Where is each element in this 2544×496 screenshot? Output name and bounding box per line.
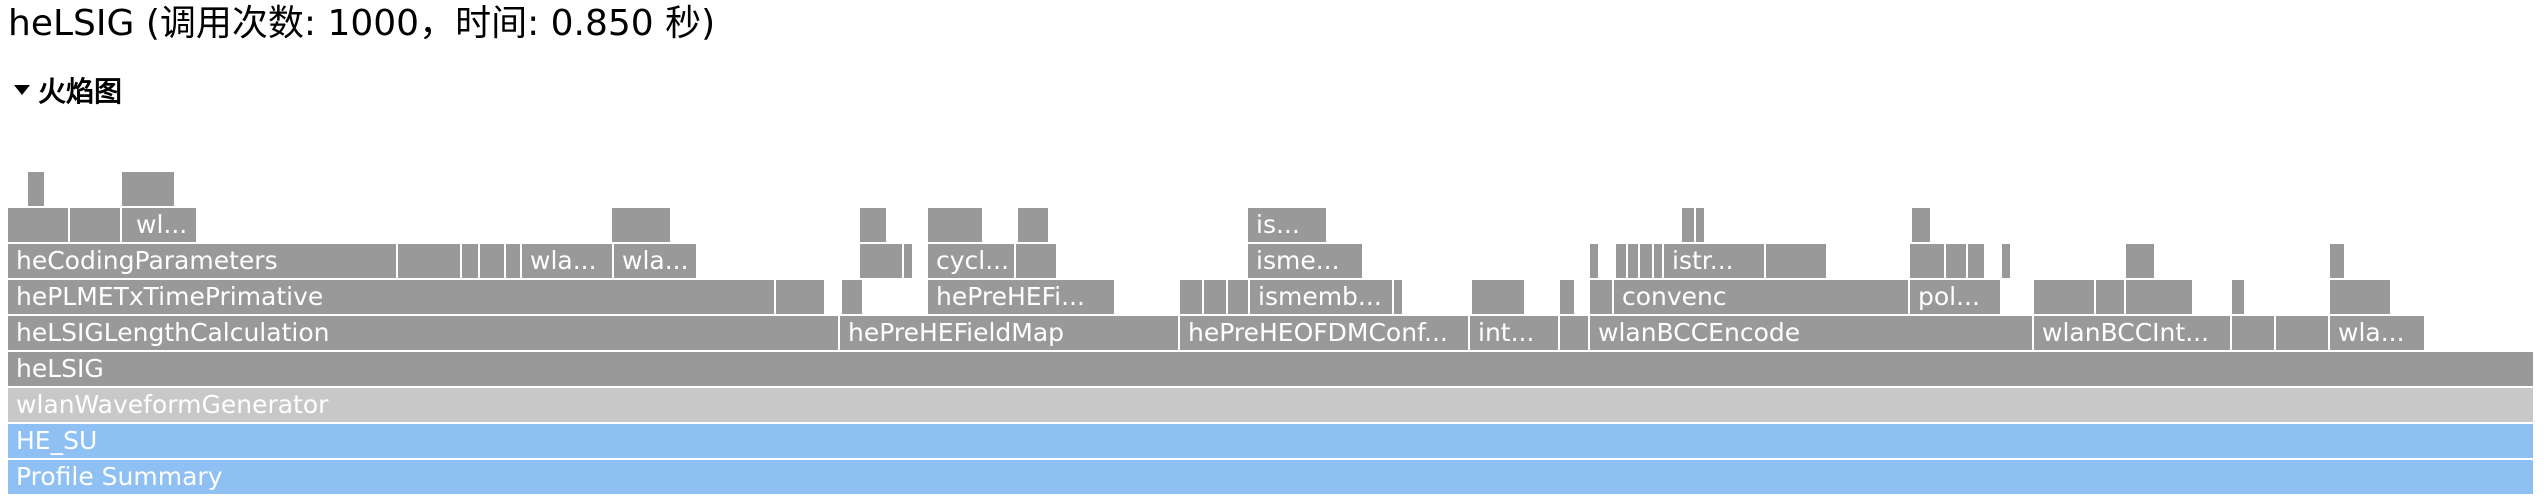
flame-frame-wlanbccencode[interactable]: wlanBCCEncode bbox=[1590, 316, 2034, 350]
flame-frame-int[interactable]: int... bbox=[1470, 316, 1560, 350]
flame-frame[interactable] bbox=[480, 244, 506, 278]
flame-frame[interactable] bbox=[2126, 280, 2194, 314]
flame-frame[interactable] bbox=[1016, 244, 1058, 278]
flame-frame-wlanbccint[interactable]: wlanBCCInt... bbox=[2034, 316, 2232, 350]
flame-frame[interactable] bbox=[1968, 244, 1986, 278]
flame-frame[interactable] bbox=[1946, 244, 1968, 278]
flame-frame[interactable] bbox=[1628, 244, 1640, 278]
flame-frame-profile-summary[interactable]: Profile Summary bbox=[8, 460, 2535, 494]
flamegraph-section-toggle[interactable]: 火焰图 bbox=[14, 72, 122, 108]
flame-frame[interactable] bbox=[620, 208, 672, 242]
flame-frame[interactable] bbox=[1394, 280, 1404, 314]
flame-frame-is[interactable]: is... bbox=[1248, 208, 1328, 242]
flame-frame[interactable] bbox=[860, 208, 888, 242]
section-label: 火焰图 bbox=[38, 75, 123, 108]
flame-frame-heprehefieldmap[interactable]: hePreHEFieldMap bbox=[840, 316, 1180, 350]
flame-frame[interactable] bbox=[2232, 316, 2276, 350]
flame-frame-heprehefi[interactable]: hePreHEFi... bbox=[928, 280, 1116, 314]
flame-frame[interactable] bbox=[1180, 280, 1204, 314]
page-title: heLSIG (调用次数: 1000，时间: 0.850 秒) bbox=[8, 3, 716, 44]
flame-frame[interactable] bbox=[28, 172, 46, 206]
flame-frame[interactable] bbox=[842, 280, 864, 314]
flame-frame[interactable] bbox=[2126, 244, 2156, 278]
flame-frame[interactable] bbox=[1018, 208, 1050, 242]
flame-frame-istr[interactable]: istr... bbox=[1664, 244, 1766, 278]
flame-frame-hecodingparameters[interactable]: heCodingParameters bbox=[8, 244, 398, 278]
flame-frame[interactable] bbox=[1910, 244, 1946, 278]
flame-frame-wla[interactable]: wla... bbox=[2330, 316, 2426, 350]
flame-frame-heplmetxtimeprimative[interactable]: hePLMETxTimePrimative bbox=[8, 280, 776, 314]
flame-frame-helsiglengthcalculation[interactable]: heLSIGLengthCalculation bbox=[8, 316, 840, 350]
flame-frame[interactable] bbox=[1696, 208, 1706, 242]
flame-frame[interactable] bbox=[1228, 280, 1250, 314]
flame-frame[interactable] bbox=[1566, 280, 1576, 314]
flame-frame[interactable] bbox=[776, 280, 826, 314]
flame-frame-ismemb[interactable]: ismemb... bbox=[1250, 280, 1394, 314]
flame-frame[interactable] bbox=[24, 208, 70, 242]
flame-frame-pol[interactable]: pol... bbox=[1910, 280, 2002, 314]
flame-frame[interactable] bbox=[70, 208, 122, 242]
flame-frame-wl[interactable]: wl... bbox=[128, 208, 198, 242]
flame-frame[interactable] bbox=[2002, 244, 2012, 278]
flame-frame-cycl[interactable]: cycl... bbox=[928, 244, 1016, 278]
flame-frame[interactable] bbox=[1616, 244, 1628, 278]
caret-down-icon bbox=[14, 85, 30, 95]
flame-frame[interactable] bbox=[2096, 280, 2126, 314]
flame-frame[interactable] bbox=[1640, 244, 1654, 278]
flame-frame[interactable] bbox=[1590, 280, 1614, 314]
flame-frame-wlanwaveformgenerator[interactable]: wlanWaveformGenerator bbox=[8, 388, 2535, 422]
flame-frame[interactable] bbox=[1682, 208, 1696, 242]
flame-frame-isme[interactable]: isme... bbox=[1248, 244, 1364, 278]
flame-frame-he-su[interactable]: HE_SU bbox=[8, 424, 2535, 458]
flame-frame[interactable] bbox=[1590, 244, 1600, 278]
flame-frame-wla[interactable]: wla... bbox=[614, 244, 698, 278]
flame-frame[interactable] bbox=[2232, 280, 2246, 314]
flame-frame[interactable] bbox=[2330, 280, 2392, 314]
flame-frame[interactable] bbox=[2336, 244, 2346, 278]
flame-frame[interactable] bbox=[1560, 316, 1590, 350]
flame-frame[interactable] bbox=[1654, 244, 1664, 278]
flame-frame[interactable] bbox=[402, 244, 462, 278]
flame-frame[interactable] bbox=[1204, 280, 1228, 314]
flame-frame[interactable] bbox=[1912, 208, 1932, 242]
flame-frame[interactable] bbox=[2276, 316, 2330, 350]
flame-frame[interactable] bbox=[462, 244, 480, 278]
flame-frame-helsig[interactable]: heLSIG bbox=[8, 352, 2535, 386]
flame-frame[interactable] bbox=[506, 244, 522, 278]
flame-frame-convenc[interactable]: convenc bbox=[1614, 280, 1910, 314]
flame-frame-hepreheofdmconf[interactable]: hePreHEOFDMConf... bbox=[1180, 316, 1470, 350]
flame-frame-wla[interactable]: wla... bbox=[522, 244, 614, 278]
flame-frame[interactable] bbox=[1472, 280, 1526, 314]
flame-frame[interactable] bbox=[128, 172, 176, 206]
flame-frame[interactable] bbox=[2034, 280, 2096, 314]
flame-frame[interactable] bbox=[1766, 244, 1828, 278]
flame-frame[interactable] bbox=[860, 244, 904, 278]
flame-frame[interactable] bbox=[928, 208, 984, 242]
flame-frame[interactable] bbox=[904, 244, 914, 278]
